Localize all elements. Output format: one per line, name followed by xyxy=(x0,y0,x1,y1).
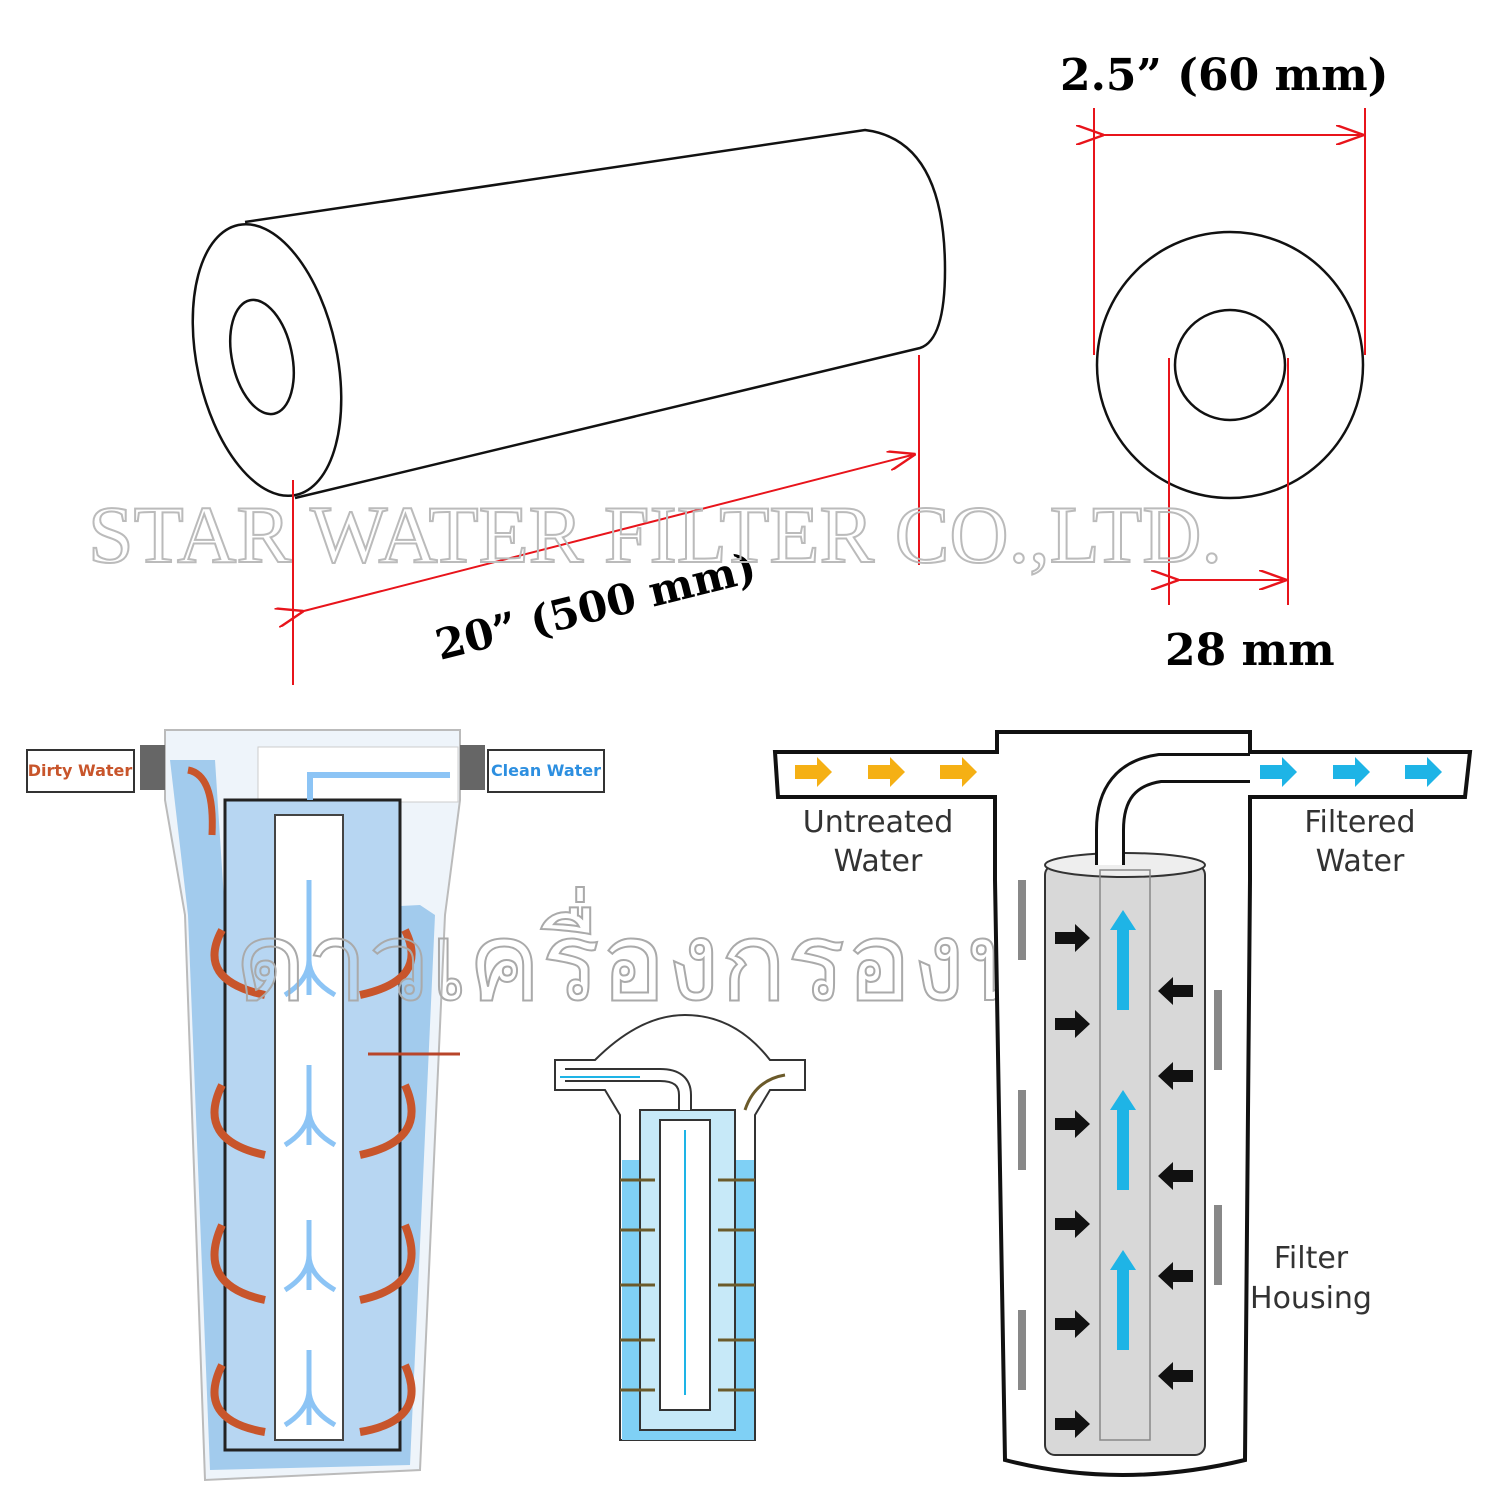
cartridge-side-view xyxy=(191,128,947,500)
thai-watermark: ดาวเครื่องกรองน้ำ xyxy=(235,883,1102,1026)
clean-water-tag: Clean Water xyxy=(487,749,605,793)
company-watermark: STAR WATER FILTER CO.,LTD. xyxy=(88,489,1222,580)
length-dimension xyxy=(293,355,920,685)
clean-water-label: Clean Water xyxy=(491,761,601,780)
dirty-water-tag: Dirty Water xyxy=(26,749,135,793)
diameter-dimension xyxy=(1094,108,1366,605)
left-filter-housing xyxy=(140,729,485,1482)
cartridge-end-view xyxy=(1095,230,1365,500)
right-filter-housing xyxy=(772,730,1473,1477)
diameter-label: 2.5” (60 mm) xyxy=(1060,50,1388,101)
dirty-water-label: Dirty Water xyxy=(28,761,133,780)
inner-diameter-label: 28 mm xyxy=(1165,625,1335,676)
middle-filter-housing xyxy=(554,1013,806,1441)
